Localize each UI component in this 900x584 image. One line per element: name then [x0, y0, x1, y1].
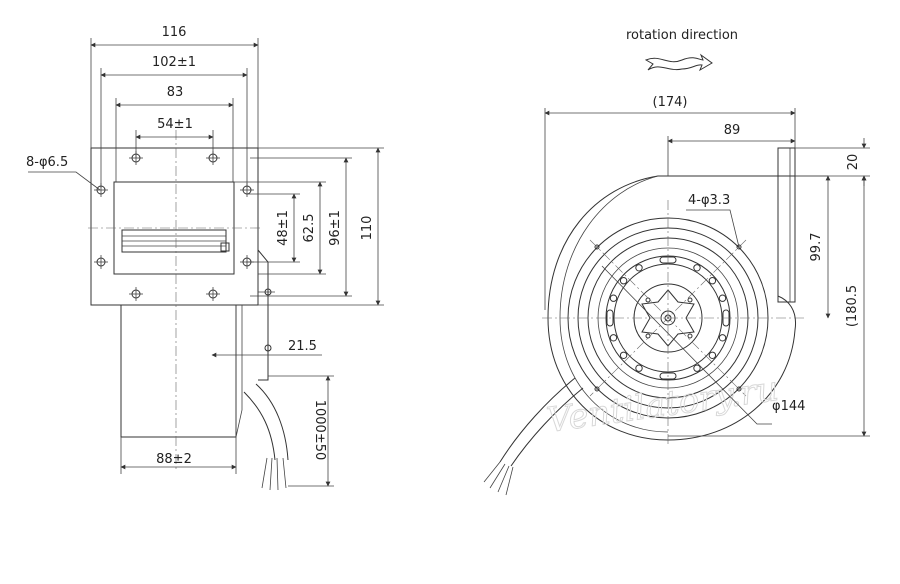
dim-width-overall: 116	[162, 25, 187, 40]
rotation-arrow-icon	[644, 53, 713, 72]
cooling-hole	[693, 264, 701, 272]
cooling-hole	[708, 351, 717, 359]
cooling-hole	[635, 264, 643, 272]
motor-slot	[606, 309, 614, 327]
cooling-hole	[693, 364, 701, 372]
dim-hole-span-outer: 102±1	[152, 55, 196, 70]
dim-cable-length: 1000±50	[312, 400, 327, 461]
cable-side	[243, 391, 276, 461]
label-holes-front: 4-φ3.3	[688, 193, 730, 208]
mounting-hole	[206, 287, 220, 301]
rotation-label: rotation direction	[626, 28, 738, 43]
dim-hole-span-inner: 54±1	[157, 117, 193, 132]
dim-height-mid: 62.5	[302, 214, 317, 243]
dim-outlet-height: 99.7	[809, 233, 824, 262]
label-holes-side: 8-φ6.5	[26, 155, 68, 170]
mounting-holes	[94, 151, 254, 301]
mounting-hole	[94, 255, 108, 269]
cooling-hole	[619, 351, 628, 359]
dim-height-total: 110	[360, 216, 375, 241]
dim-outlet-width: 89	[724, 123, 741, 138]
cooling-hole	[718, 334, 727, 342]
motor-slot	[659, 372, 677, 380]
volute-housing	[547, 175, 797, 441]
cable-front	[499, 377, 576, 463]
dim-height-outer: 96±1	[328, 210, 343, 246]
dim-scroll-width: 88±2	[156, 452, 192, 467]
dim-cable-offset: 21.5	[288, 339, 317, 354]
dim-height-inner: 48±1	[276, 210, 291, 246]
dim-motor-diameter: φ144	[772, 399, 805, 414]
cooling-hole	[609, 294, 618, 302]
cooling-hole	[609, 334, 618, 342]
side-view: 116 102±1 83 54±1 8-φ6.5 48±1 62.5	[26, 25, 384, 491]
cooling-hole	[708, 277, 717, 285]
cooling-hole	[619, 277, 628, 285]
outlet-flange	[777, 147, 796, 303]
dim-total-height: (180.5	[845, 285, 860, 327]
dim-total-width: (174)	[653, 95, 688, 110]
scroll-housing-side	[120, 305, 237, 438]
motor-cooling-holes	[609, 264, 727, 372]
front-view: rotation direction	[483, 28, 870, 496]
dim-inlet-width: 83	[167, 85, 184, 100]
cooling-hole	[635, 364, 643, 372]
mounting-hole	[129, 287, 143, 301]
dim-outlet-flange: 20	[846, 154, 861, 171]
cooling-hole	[718, 294, 727, 302]
mounting-plate	[90, 147, 259, 306]
